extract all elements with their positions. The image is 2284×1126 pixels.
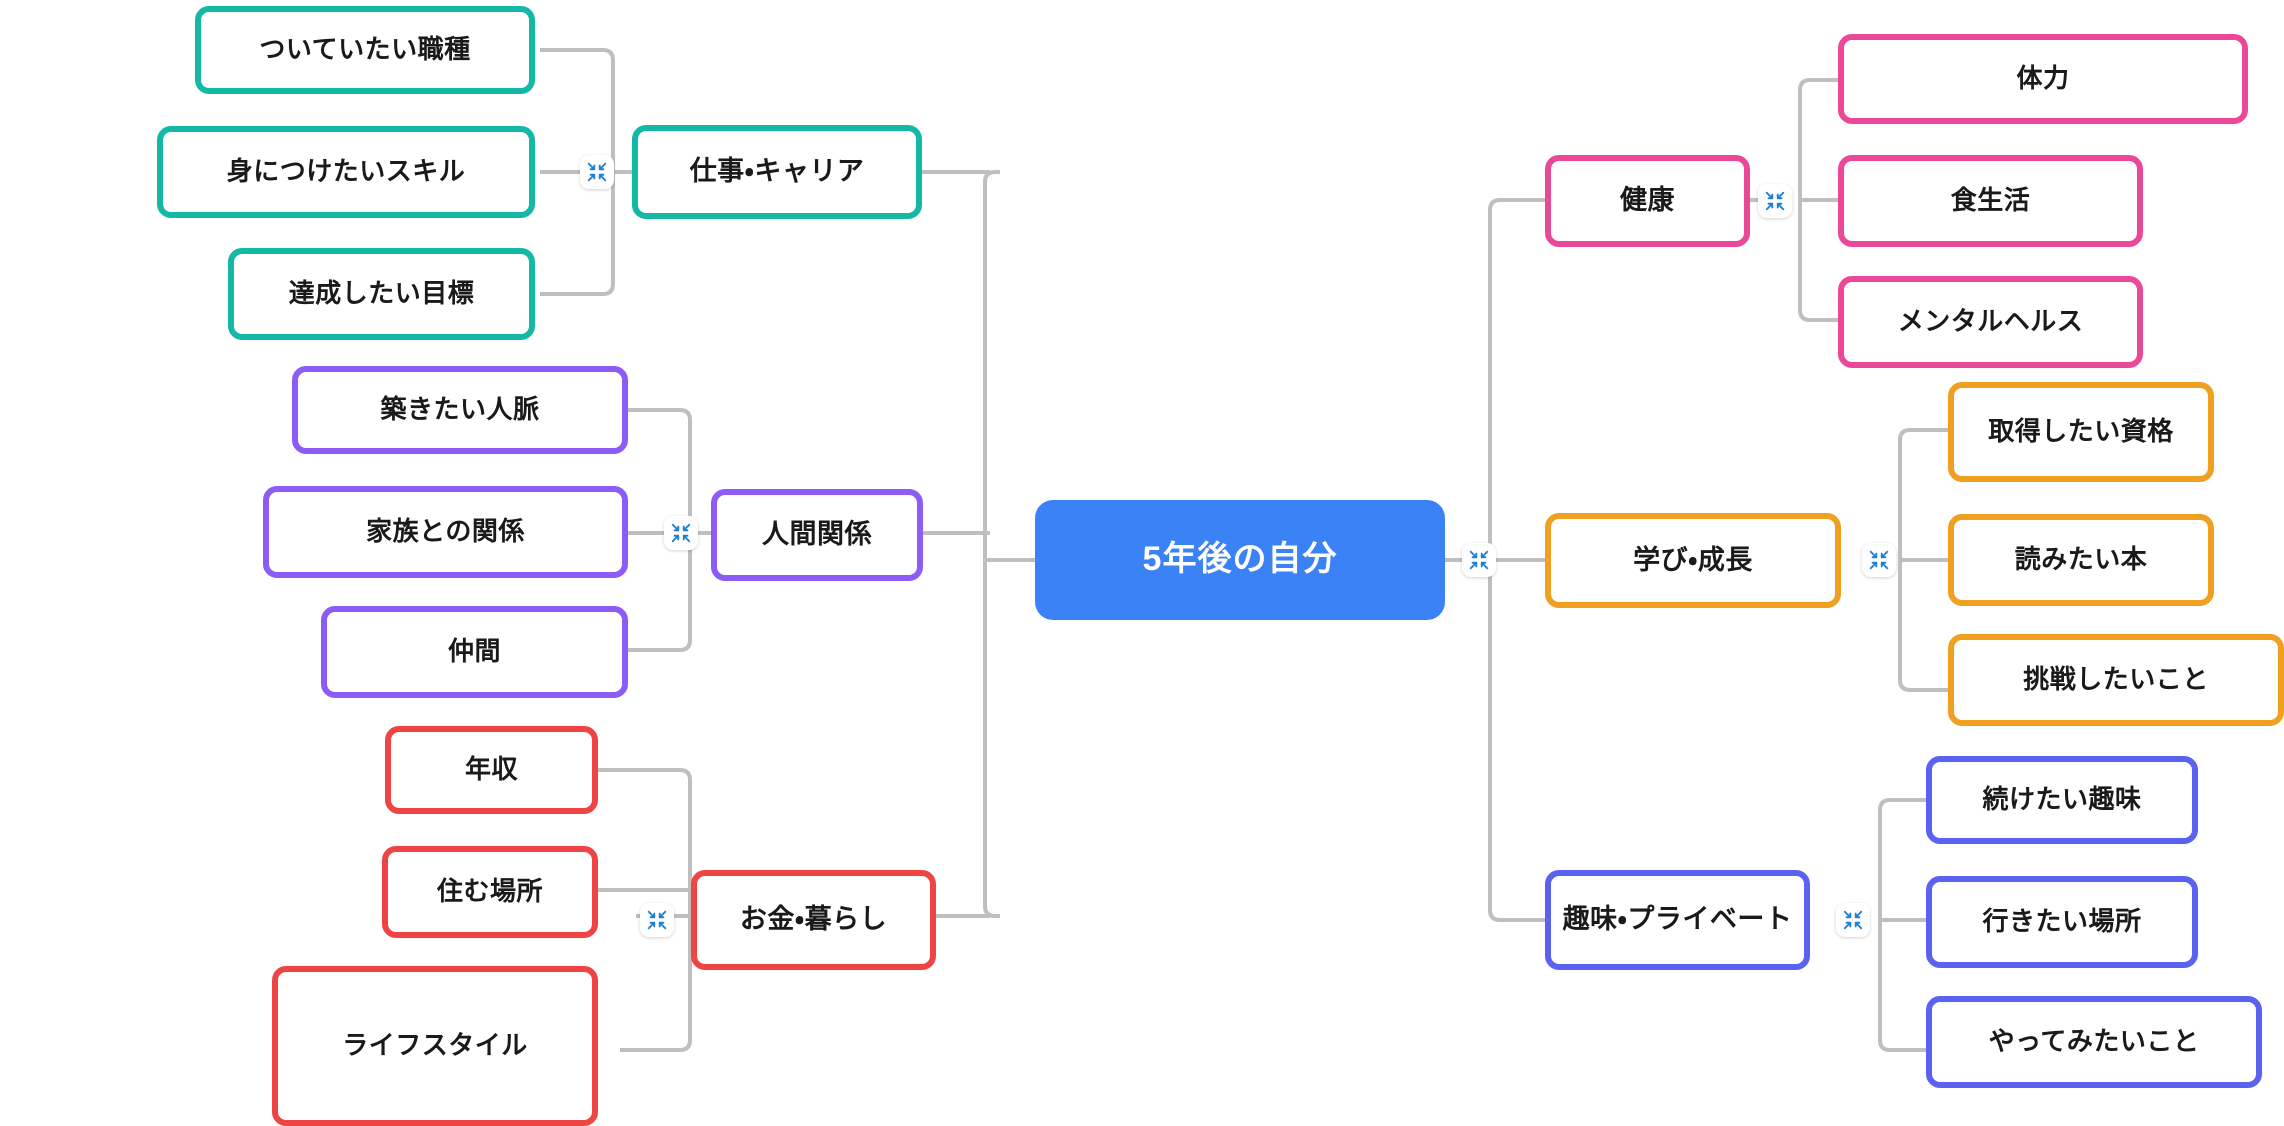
leaf-node-money-2[interactable]: 住む場所 [382, 846, 598, 938]
leaf-node-relationships-3[interactable]: 仲間 [321, 606, 628, 698]
leaf-label-hobby-1: 続けたい趣味 [1982, 784, 2142, 815]
branch-node-learning[interactable]: 学び・成長 [1545, 513, 1841, 608]
leaf-node-health-1[interactable]: 体力 [1838, 34, 2248, 124]
leaf-node-hobby-3[interactable]: やってみたいこと [1926, 996, 2262, 1088]
leaf-node-career-2[interactable]: 身につけたいスキル [157, 126, 535, 218]
leaf-node-hobby-2[interactable]: 行きたい場所 [1926, 876, 2198, 968]
collapse-arrows-icon [1869, 550, 1889, 570]
leaf-label-learning-1: 取得したい資格 [1988, 416, 2174, 447]
leaf-label-relationships-1: 築きたい人脈 [380, 394, 540, 425]
leaf-node-relationships-2[interactable]: 家族との関係 [263, 486, 628, 578]
leaf-label-relationships-2: 家族との関係 [366, 516, 525, 547]
root-node-label: 5年後の自分 [1142, 540, 1338, 579]
leaf-node-relationships-1[interactable]: 築きたい人脈 [292, 366, 628, 454]
branch-label-learning: 学び・成長 [1633, 544, 1753, 575]
leaf-label-money-3: ライフスタイル [342, 1030, 528, 1061]
branch-node-hobby[interactable]: 趣味・プライベート [1545, 870, 1810, 970]
branch-node-relationships[interactable]: 人間関係 [711, 489, 923, 581]
collapse-icon-root-right[interactable] [1462, 543, 1496, 577]
leaf-node-learning-1[interactable]: 取得したい資格 [1948, 382, 2214, 482]
leaf-node-learning-3[interactable]: 挑戦したいこと [1948, 634, 2284, 726]
leaf-node-learning-2[interactable]: 読みたい本 [1948, 514, 2214, 606]
leaf-label-hobby-2: 行きたい場所 [1982, 906, 2142, 937]
leaf-node-hobby-1[interactable]: 続けたい趣味 [1926, 756, 2198, 844]
collapse-arrows-icon [671, 523, 691, 543]
collapse-icon-relationships[interactable] [664, 516, 698, 550]
branch-label-hobby: 趣味・プライベート [1562, 904, 1793, 935]
collapse-arrows-icon [647, 910, 667, 930]
branch-label-career: 仕事・キャリア [689, 156, 865, 187]
leaf-node-career-1[interactable]: ついていたい職種 [195, 6, 535, 94]
branch-label-relationships: 人間関係 [762, 519, 872, 550]
leaf-label-relationships-3: 仲間 [447, 636, 501, 667]
collapse-icon-health[interactable] [1758, 184, 1792, 218]
branch-node-career[interactable]: 仕事・キャリア [632, 125, 922, 219]
collapse-icon-money[interactable] [640, 903, 674, 937]
leaf-label-career-2: 身につけたいスキル [226, 156, 466, 187]
leaf-label-hobby-3: やってみたいこと [1988, 1026, 2200, 1057]
root-node[interactable]: 5年後の自分 [1035, 500, 1445, 620]
collapse-arrows-icon [1843, 910, 1863, 930]
leaf-label-money-1: 年収 [464, 754, 518, 785]
leaf-node-money-1[interactable]: 年収 [385, 726, 598, 814]
leaf-label-health-1: 体力 [2016, 63, 2070, 94]
leaf-label-learning-3: 挑戦したいこと [2023, 664, 2209, 695]
leaf-label-career-1: ついていたい職種 [259, 34, 471, 65]
leaf-node-health-3[interactable]: メンタルヘルス [1838, 276, 2143, 368]
branch-node-health[interactable]: 健康 [1545, 155, 1750, 247]
leaf-node-career-3[interactable]: 達成したい目標 [228, 248, 535, 340]
branch-label-money: お金・暮らし [739, 904, 888, 935]
leaf-label-health-3: メンタルヘルス [1897, 306, 2084, 337]
collapse-icon-learning[interactable] [1862, 543, 1896, 577]
leaf-node-money-3[interactable]: ライフスタイル [272, 966, 598, 1126]
leaf-label-learning-2: 読みたい本 [2014, 544, 2148, 575]
branch-label-health: 健康 [1620, 185, 1675, 216]
leaf-label-money-2: 住む場所 [436, 876, 543, 907]
collapse-arrows-icon [1765, 191, 1785, 211]
collapse-icon-hobby[interactable] [1836, 903, 1870, 937]
branch-node-money[interactable]: お金・暮らし [691, 870, 936, 970]
leaf-label-health-2: 食生活 [1950, 185, 2031, 216]
collapse-arrows-icon [587, 162, 607, 182]
leaf-label-career-3: 達成したい目標 [288, 278, 475, 309]
leaf-node-health-2[interactable]: 食生活 [1838, 155, 2143, 247]
collapse-arrows-icon [1469, 550, 1489, 570]
collapse-icon-career[interactable] [580, 155, 614, 189]
